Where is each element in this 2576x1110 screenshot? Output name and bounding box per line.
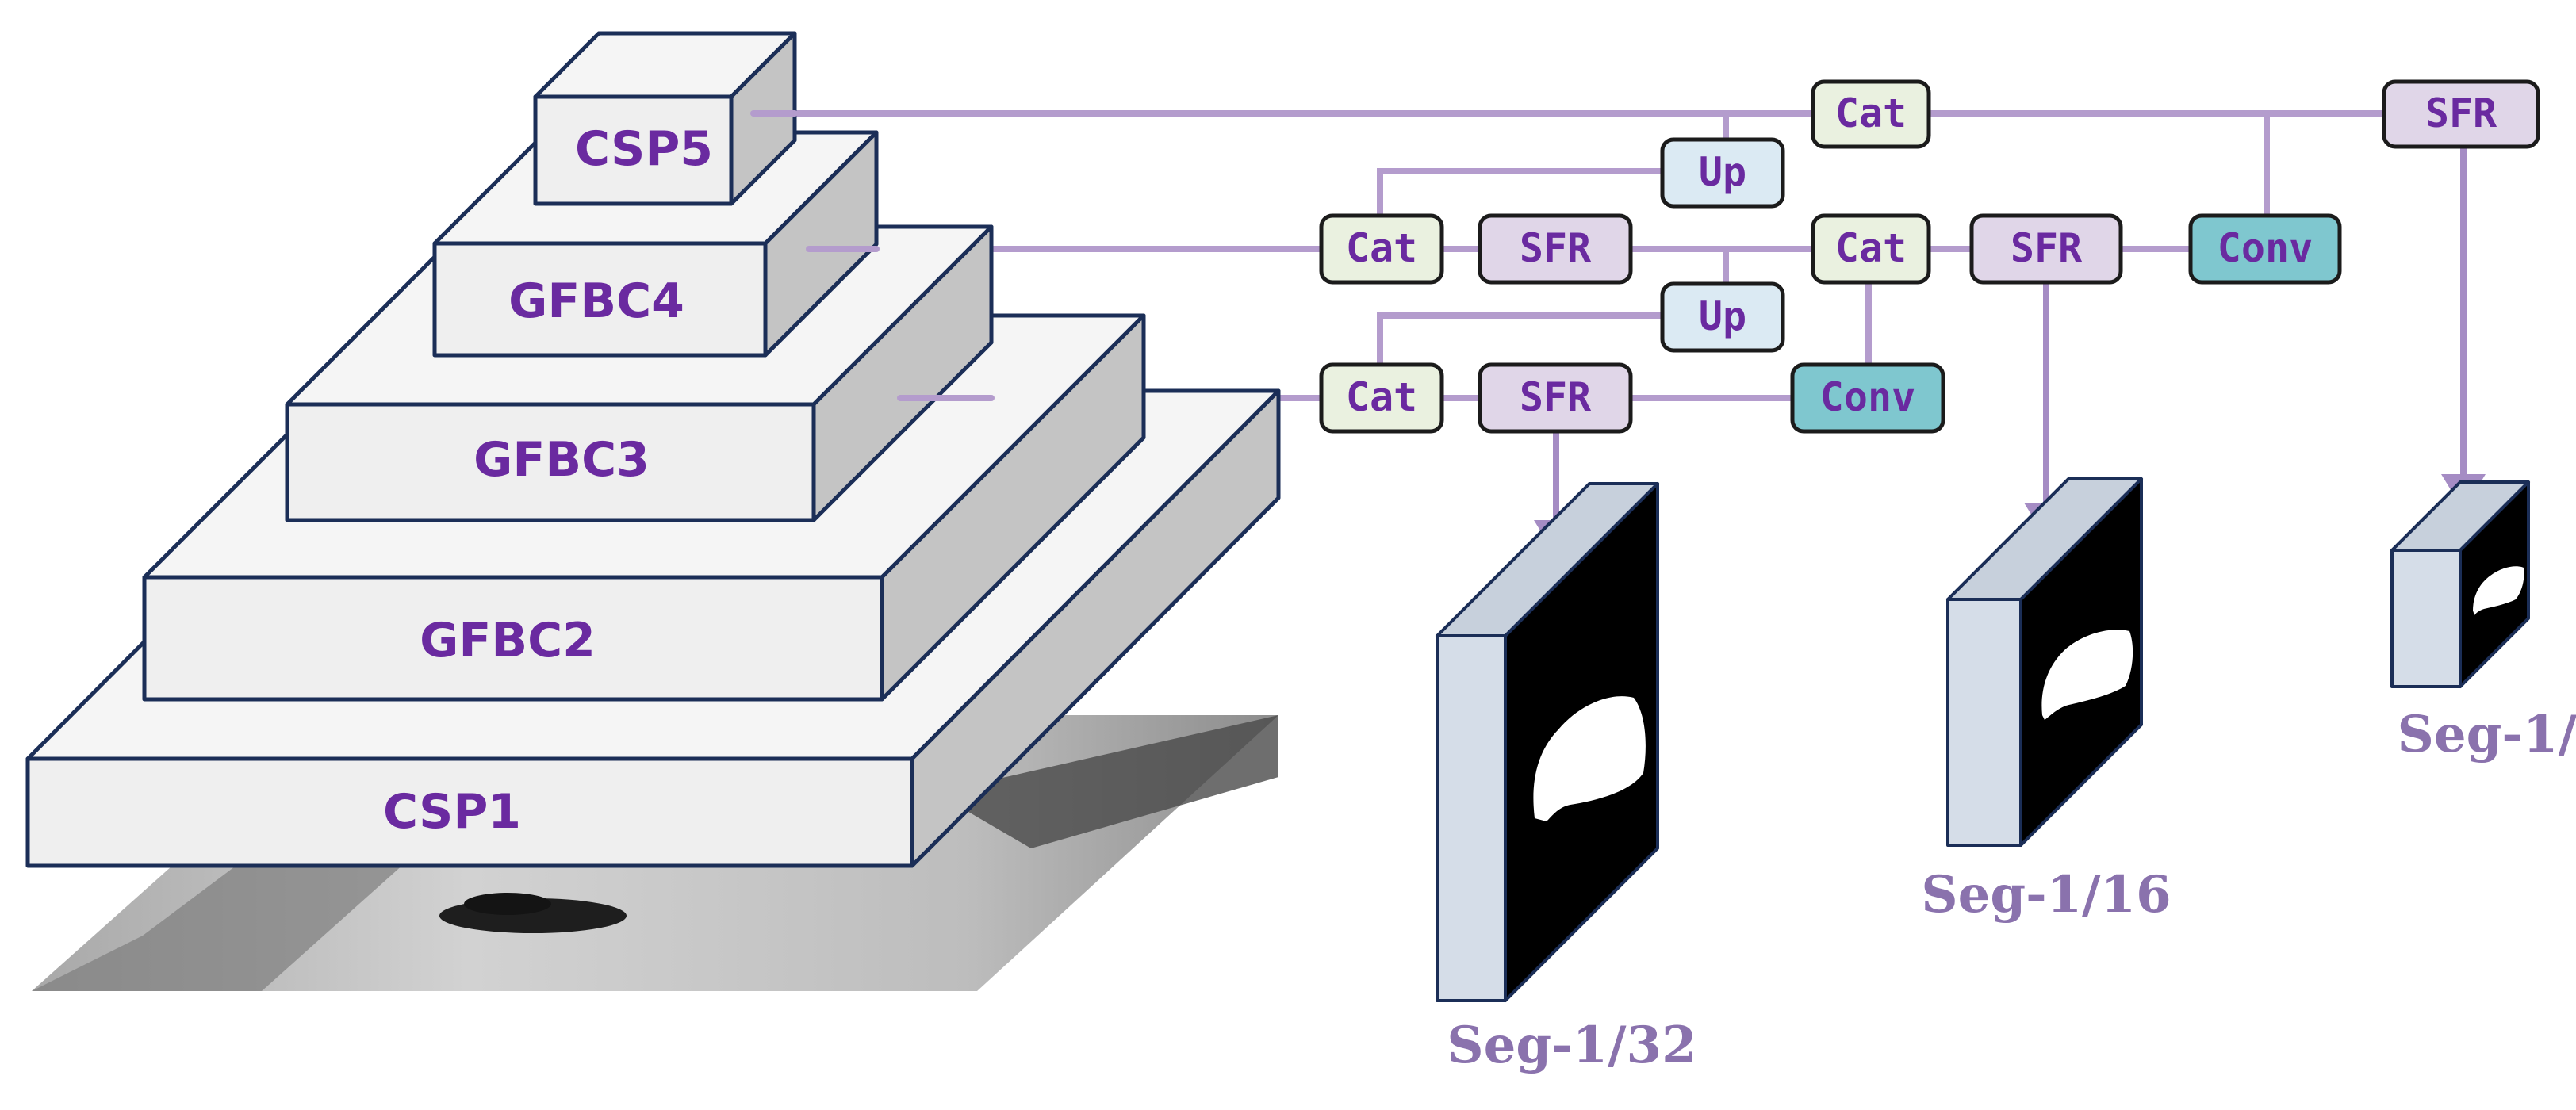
svg-text:SFR: SFR: [2425, 90, 2497, 136]
seg-output-8: [2390, 480, 2530, 688]
node-conv-right: Conv: [2188, 213, 2342, 285]
svg-text:SFR: SFR: [2011, 225, 2083, 271]
seg-output-16: [1946, 477, 2143, 847]
seg-label-8: Seg-1/8: [2398, 705, 2576, 764]
svg-text:Cat: Cat: [1346, 225, 1417, 271]
svg-text:Up: Up: [1699, 149, 1746, 195]
svg-text:Conv: Conv: [1820, 374, 1915, 420]
layer-label-csp1: CSP1: [383, 784, 521, 840]
node-up-1: Up: [1660, 137, 1785, 209]
pyramid-taps: [750, 110, 995, 401]
node-sfr-top: SFR: [2382, 79, 2540, 149]
node-sfr-mid-2: SFR: [1969, 213, 2123, 285]
svg-text:SFR: SFR: [1520, 225, 1592, 271]
seg-label-32: Seg-1/32: [1447, 1016, 1696, 1075]
seg-label-16: Seg-1/16: [1921, 865, 2171, 924]
svg-text:Conv: Conv: [2218, 225, 2313, 271]
node-conv-low: Conv: [1790, 362, 1945, 434]
node-sfr-low: SFR: [1478, 362, 1633, 434]
nodes: Cat SFR Up Cat SFR Cat SFR Conv: [1319, 79, 2540, 434]
svg-text:Cat: Cat: [1835, 225, 1907, 271]
node-cat-left-low: Cat: [1319, 362, 1444, 434]
node-up-2: Up: [1660, 281, 1785, 353]
seg-mask-32: [1533, 696, 1646, 821]
layer-label-gfbc4: GFBC4: [508, 274, 684, 329]
layer-label-csp5: CSP5: [575, 121, 713, 177]
svg-text:Up: Up: [1699, 293, 1746, 339]
node-cat-top: Cat: [1811, 79, 1931, 149]
svg-text:SFR: SFR: [1520, 374, 1592, 420]
layer-label-gfbc3: GFBC3: [473, 432, 650, 488]
node-cat-mid: Cat: [1811, 213, 1931, 285]
seg-output-32: [1436, 482, 1659, 1002]
seg-mask-16: [2041, 630, 2133, 720]
layer-label-gfbc2: GFBC2: [420, 613, 596, 668]
seg-mask-8: [2473, 566, 2524, 615]
node-sfr-mid-1: SFR: [1478, 213, 1633, 285]
pyramid: CSP1 GFBC2 GFBC3 GFBC4 CSP5: [25, 31, 1281, 868]
svg-text:Cat: Cat: [1346, 374, 1417, 420]
node-cat-left-mid: Cat: [1319, 213, 1444, 285]
layer-csp5: CSP5: [533, 31, 797, 206]
svg-text:Cat: Cat: [1835, 90, 1907, 136]
